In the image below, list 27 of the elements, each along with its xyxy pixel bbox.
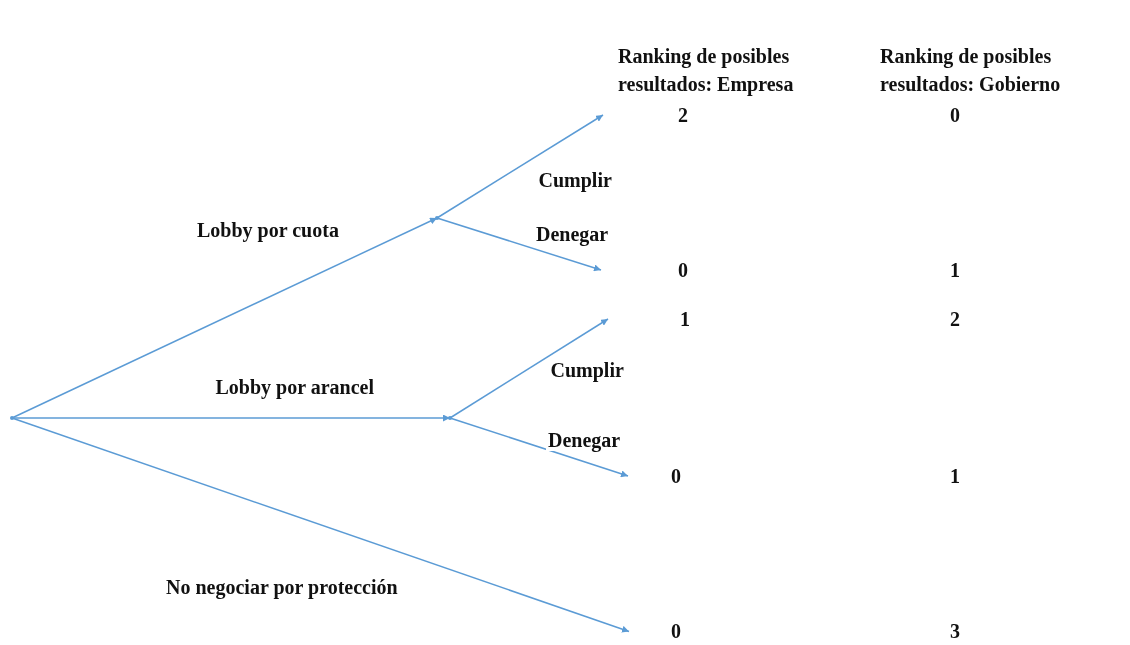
branch-point [448,416,452,420]
arrow [449,318,609,419]
government-ranking-value: 1 [949,464,961,489]
firm-ranking-value: 0 [677,258,689,283]
government-ranking-value: 3 [949,619,961,644]
edge-label: No negociar por protección [164,576,400,598]
firm-ranking-value: 0 [670,619,682,644]
arrow [449,417,629,478]
firm-ranking-value: 2 [677,103,689,128]
column-header: Ranking de posibles resultados: Gobierno [880,44,1062,97]
firm-ranking-value: 0 [670,464,682,489]
arrow [436,217,602,272]
edge-label: Cumplir [536,169,614,191]
firm-ranking-value: 1 [679,307,691,332]
edge-label: Lobby por arancel [213,376,377,398]
government-ranking-value: 2 [949,307,961,332]
edge-label: Cumplir [548,359,626,381]
arrow [11,217,438,419]
branch-point [10,416,14,420]
arrow [436,114,604,219]
column-header: Ranking de posibles resultados: Empresa [618,44,795,98]
arrow [11,417,630,633]
government-ranking-value: 1 [949,258,961,283]
edge-label: Lobby por cuota [195,219,341,241]
government-ranking-value: 0 [949,103,961,128]
arrow [11,414,451,422]
branch-point [435,216,439,220]
